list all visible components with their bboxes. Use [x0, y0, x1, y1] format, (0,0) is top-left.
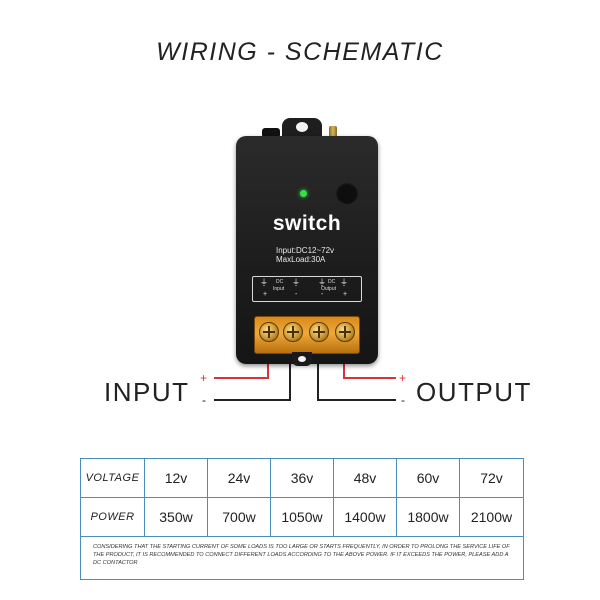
- page-title: WIRING - SCHEMATIC: [156, 38, 444, 66]
- bottom-mount-hole: [298, 356, 306, 362]
- ground-symbol-icon: ⏚: [292, 278, 300, 287]
- panel-polarity: -: [295, 291, 298, 298]
- power-table: VOLTAGE 12v 24v 36v 48v 60v 72v POWER 35…: [80, 458, 524, 580]
- panel-dc-label: DC: [276, 279, 284, 285]
- device-spec-input: Input:DC12~72v: [276, 246, 335, 255]
- voltage-row: VOLTAGE 12v 24v 36v 48v 60v 72v: [81, 459, 523, 498]
- ground-symbol-icon: ⏚: [318, 278, 326, 287]
- screw-terminal-icon[interactable]: [283, 322, 303, 342]
- voltage-cell: 48v: [334, 459, 397, 497]
- power-cell: 1050w: [271, 498, 334, 536]
- ground-symbol-icon: ⏚: [340, 278, 348, 287]
- voltage-header: VOLTAGE: [81, 459, 145, 497]
- voltage-cell: 24v: [208, 459, 271, 497]
- output-minus-sign: -: [401, 393, 405, 407]
- voltage-cell: 72v: [480, 470, 503, 486]
- power-row: POWER 350w 700w 1050w 1400w 1800w 2100w: [81, 498, 523, 537]
- side-switch: [262, 128, 280, 138]
- power-cell: 1400w: [334, 498, 397, 536]
- ground-symbol-icon: ⏚: [260, 278, 268, 287]
- power-header: POWER: [81, 498, 145, 536]
- panel-dc-label-2: DC: [328, 279, 336, 285]
- panel-polarity: -: [321, 291, 324, 298]
- output-plus-sign: +: [399, 371, 407, 385]
- input-plus-sign: +: [200, 371, 208, 385]
- power-cell: 350w: [145, 498, 208, 536]
- status-led-icon: [300, 190, 307, 197]
- voltage-cell: 60v: [397, 459, 460, 497]
- device-spec-load: MaxLoad:30A: [276, 255, 326, 264]
- panel-polarity: +: [343, 291, 348, 298]
- voltage-cell: 12v: [145, 459, 208, 497]
- output-label: OUTPUT: [416, 377, 532, 407]
- mounting-hole: [296, 122, 308, 132]
- power-cell: 2100w: [470, 509, 513, 525]
- panel-output-label: Output: [321, 286, 337, 292]
- terminal-label-panel: [252, 276, 362, 302]
- panel-polarity: +: [263, 291, 268, 298]
- device-brand: switch: [272, 212, 342, 235]
- screw-terminal-icon[interactable]: [335, 322, 355, 342]
- power-cell: 1800w: [397, 498, 460, 536]
- voltage-cell: 36v: [271, 459, 334, 497]
- learn-button[interactable]: [336, 182, 358, 204]
- screw-terminal-icon[interactable]: [309, 322, 329, 342]
- usage-note: Considering that the starting current of…: [93, 544, 510, 566]
- antenna-icon: [329, 126, 337, 140]
- panel-input-label: Input: [273, 286, 285, 292]
- power-cell: 700w: [208, 498, 271, 536]
- screw-terminal-icon[interactable]: [259, 322, 279, 342]
- input-minus-sign: -: [202, 393, 206, 407]
- input-label: INPUT: [104, 377, 190, 407]
